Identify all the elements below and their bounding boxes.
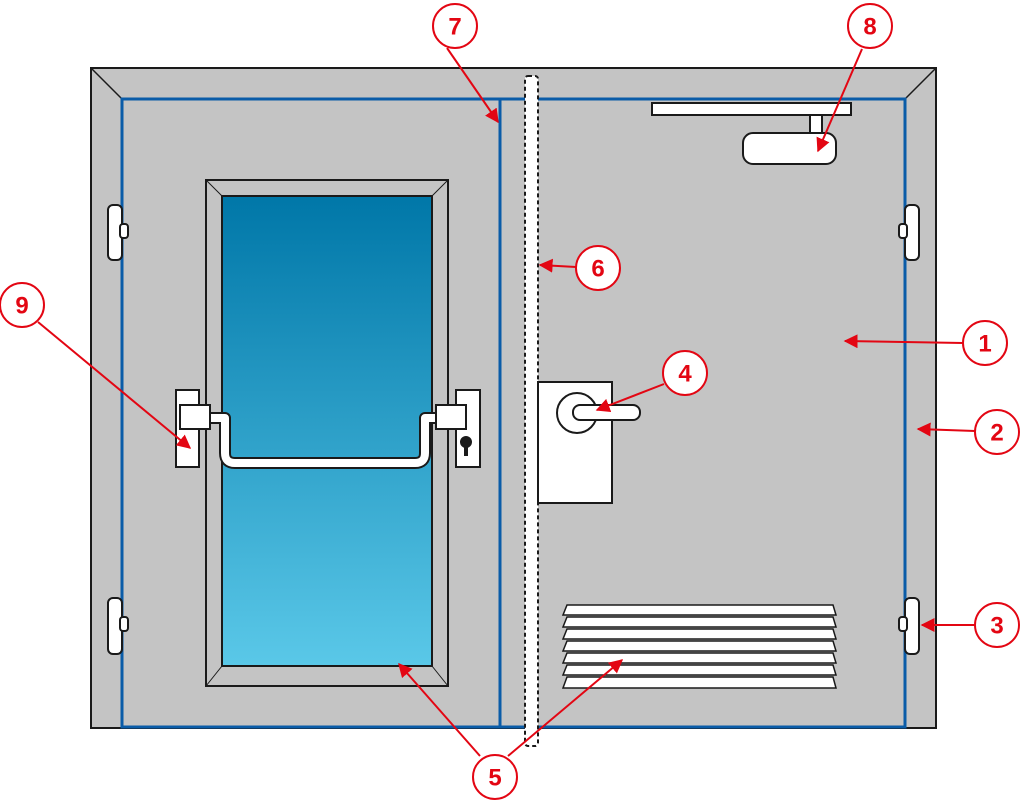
svg-text:1: 1 [978,331,991,358]
callout-6: 6 [575,245,621,291]
callout-3: 3 [974,602,1020,648]
svg-text:5: 5 [488,765,501,792]
vent-grille [561,604,838,689]
door-seal-strip [524,75,539,747]
svg-text:6: 6 [591,256,604,283]
callout-5: 5 [472,754,518,800]
svg-text:2: 2 [990,420,1003,447]
door-leaf-outline [120,97,907,729]
panic-bar [175,389,481,469]
vision-panel [205,179,449,687]
callout-4: 4 [662,350,708,396]
callout-2: 2 [974,409,1020,455]
hinge-icon [107,204,920,655]
svg-text:3: 3 [990,613,1003,640]
callout-7: 7 [432,3,478,49]
svg-text:4: 4 [678,361,692,388]
callout-leaders [37,47,976,757]
callout-8: 8 [847,3,893,49]
callout-1: 1 [962,320,1008,366]
callout-9: 9 [0,282,45,328]
svg-text:9: 9 [15,293,28,320]
door-closer [651,102,852,165]
svg-text:8: 8 [863,14,876,41]
svg-text:7: 7 [448,14,461,41]
